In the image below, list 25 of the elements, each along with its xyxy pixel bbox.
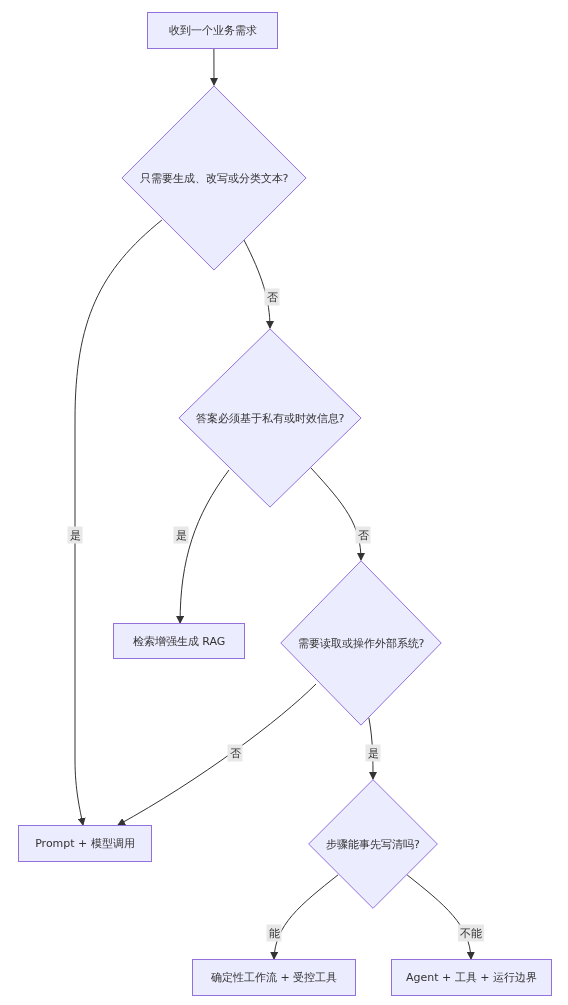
- edge-label: 否: [355, 526, 371, 544]
- arrow: [117, 683, 317, 826]
- decision-diamond: 需要读取或操作外部系统?: [280, 560, 442, 726]
- decision-diamond: 只需要生成、改写或分类文本?: [121, 85, 307, 271]
- arrow: [210, 48, 218, 86]
- process-box: Prompt + 模型调用: [18, 825, 152, 862]
- decision-diamond: 步骤能事先写清吗?: [308, 779, 438, 909]
- arrow: [243, 239, 274, 329]
- arrow: [176, 469, 230, 624]
- edge-label: 不能: [458, 924, 484, 942]
- arrow: [368, 717, 377, 780]
- decision-diamond: 答案必须基于私有或时效信息?: [178, 328, 362, 508]
- edge-label: 否: [264, 288, 280, 306]
- process-box: Agent + 工具 + 运行边界: [391, 959, 552, 996]
- arrow: [270, 874, 339, 960]
- process-box: 收到一个业务需求: [147, 12, 278, 49]
- arrow: [74, 219, 163, 826]
- edge-label: 否: [227, 744, 243, 762]
- edge-label: 是: [67, 526, 83, 544]
- process-box: 检索增强生成 RAG: [113, 623, 245, 659]
- process-box: 确定性工作流 + 受控工具: [192, 959, 356, 996]
- edge-label: 能: [266, 924, 282, 942]
- edge-label: 是: [173, 526, 189, 544]
- arrow: [310, 467, 365, 561]
- edge-label: 是: [365, 744, 381, 762]
